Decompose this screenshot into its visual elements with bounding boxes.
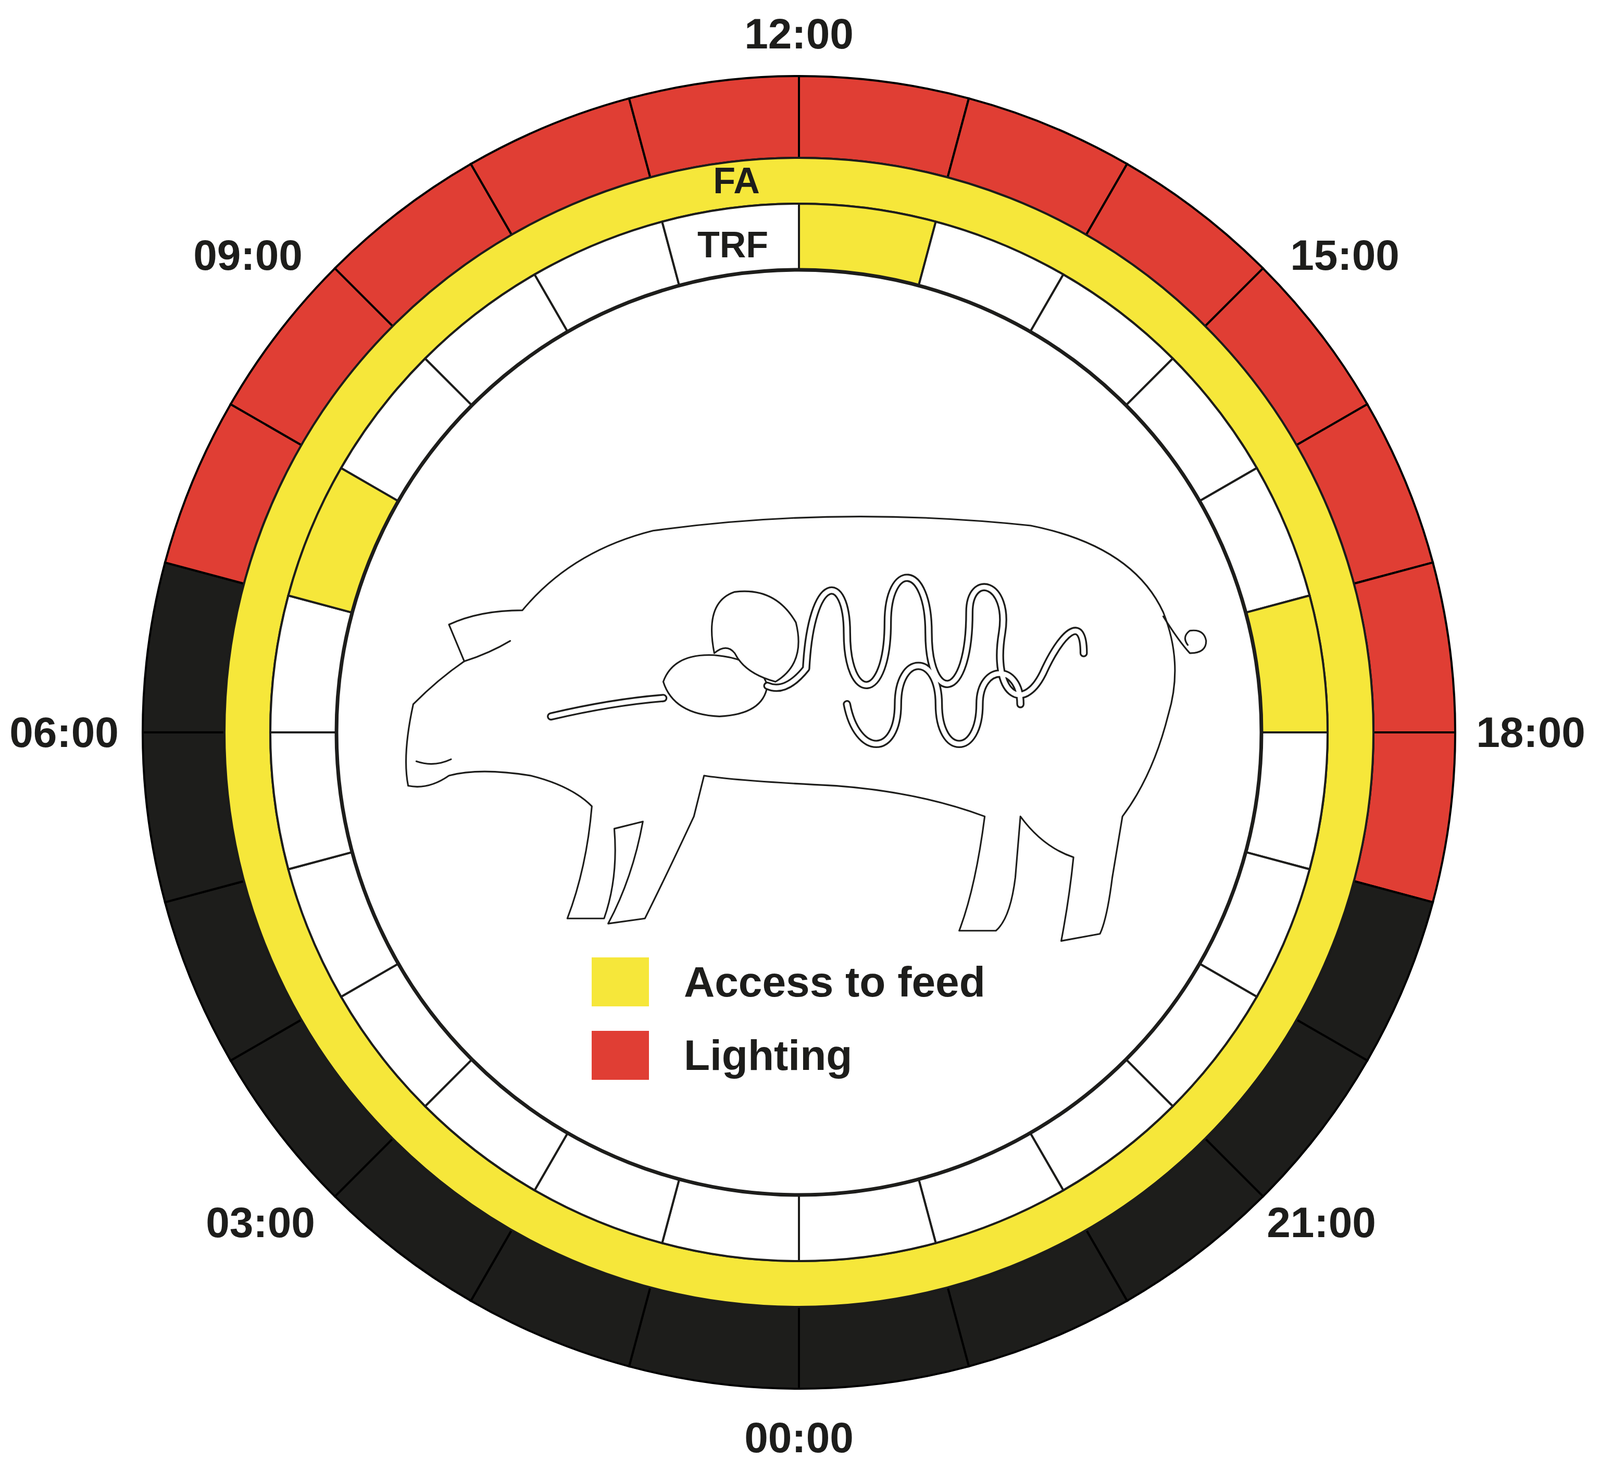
- ring-shape: [224, 157, 1374, 1307]
- lighting-ring: [142, 76, 1456, 1389]
- ring-group: [224, 157, 1374, 1307]
- pig-figure: [406, 516, 1207, 942]
- hour-label: 15:00: [1290, 231, 1400, 279]
- hour-label: 21:00: [1266, 1198, 1377, 1246]
- pig-ear: [464, 640, 510, 661]
- inner-circle: [336, 269, 1262, 1195]
- pig-outline: [406, 516, 1175, 942]
- feed-access-ring: FA: [224, 157, 1374, 1307]
- legend-swatch: [591, 1030, 649, 1080]
- legend-swatch: [591, 957, 649, 1007]
- hour-label: 18:00: [1476, 708, 1586, 756]
- legend-label: Lighting: [683, 1031, 853, 1079]
- legend-entry: Lighting: [591, 1030, 853, 1080]
- hour-label: 06:00: [9, 708, 119, 756]
- pig-tail: [1163, 616, 1206, 654]
- ring-shape: [270, 203, 1328, 1261]
- hour-label: 00:00: [744, 1414, 854, 1461]
- legend-label: Access to feed: [683, 958, 986, 1006]
- hour-label: 09:00: [193, 231, 303, 279]
- digestive-tract: [551, 577, 1084, 744]
- restricted-feed-ring: TRF: [270, 203, 1328, 1261]
- intestine-outline: [551, 577, 1084, 744]
- feeding-segment: [1199, 468, 1310, 614]
- feed-band: [224, 157, 1374, 1307]
- ring-group: [270, 203, 1328, 1261]
- feeding-segment: [534, 221, 680, 332]
- ring-label: TRF: [697, 225, 769, 266]
- intestine-lumen: [551, 577, 1084, 744]
- feeding-segment: [288, 852, 399, 997]
- intestine-tube: [551, 577, 1084, 744]
- hour-label: 12:00: [744, 10, 854, 58]
- ring-label: FA: [713, 160, 760, 202]
- pig-mouth: [416, 759, 452, 765]
- hour-label: 03:00: [205, 1198, 316, 1246]
- cecum: [711, 591, 799, 682]
- feeding-segment: [918, 1132, 1064, 1243]
- legend-entry: Access to feed: [591, 957, 986, 1007]
